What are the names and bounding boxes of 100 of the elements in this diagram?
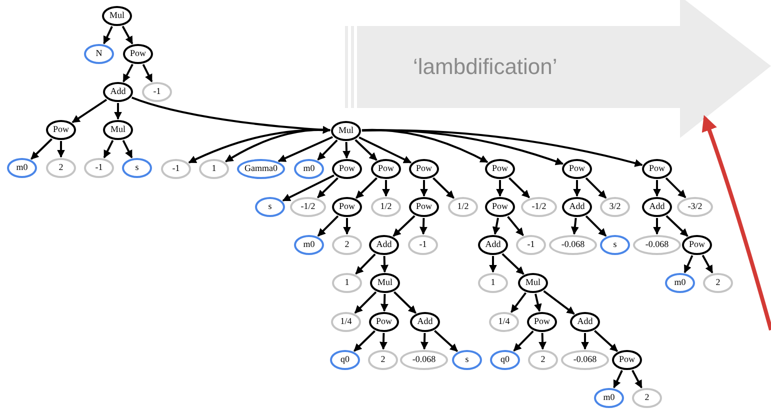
arrow — [362, 129, 643, 168]
number-node: 2 — [632, 388, 662, 408]
arrow — [510, 292, 527, 313]
arrow — [103, 26, 113, 44]
operator-node: Pow — [612, 350, 642, 370]
number-node: -1 — [516, 235, 546, 255]
arrow — [502, 253, 524, 275]
number-node: 2 — [368, 350, 398, 370]
number-node: 2 — [528, 350, 558, 370]
arrow — [103, 140, 114, 158]
arrow — [225, 128, 330, 162]
symbol-node: s — [122, 158, 152, 178]
operator-node: Mul — [331, 121, 361, 141]
symbol-node: m0 — [594, 388, 624, 408]
operator-node: Pow — [409, 159, 439, 179]
arrow — [513, 330, 534, 352]
operator-node: Pow — [409, 197, 439, 217]
number-node: -1 — [408, 235, 438, 255]
operator-node: Pow — [369, 312, 399, 332]
arrow — [585, 177, 607, 199]
arrow — [122, 140, 133, 158]
arrow — [570, 218, 579, 235]
symbol-node: s — [255, 197, 285, 217]
operator-node: Mul — [102, 6, 132, 26]
number-node: 1 — [478, 273, 508, 293]
operator-node: Add — [478, 235, 508, 255]
arrow — [392, 215, 416, 237]
arrow — [665, 177, 686, 198]
operator-node: Add — [103, 82, 133, 102]
arrow — [594, 330, 618, 352]
arrow — [585, 215, 607, 237]
symbol-node: s — [452, 350, 482, 370]
number-node: -0.068 — [549, 235, 597, 255]
number-node: 1/4 — [331, 312, 361, 332]
operator-node: Pow — [371, 159, 401, 179]
arrow — [492, 218, 500, 235]
number-node: -1 — [84, 158, 114, 178]
arrow-caption: ‘lambdification’ — [413, 53, 558, 81]
arrow — [702, 254, 714, 274]
symbol-node: m0 — [294, 235, 324, 255]
number-node: -1/2 — [521, 197, 557, 217]
arrow — [573, 180, 581, 197]
operator-node: Pow — [485, 197, 515, 217]
number-node: -1 — [142, 82, 172, 102]
arrow — [356, 177, 378, 199]
arrow — [702, 115, 771, 331]
number-node: 1 — [199, 159, 229, 179]
arrow — [317, 139, 338, 161]
symbol-node: Gamma0 — [237, 159, 285, 179]
number-node: 1/2 — [371, 197, 401, 217]
symbol-node: m0 — [294, 159, 324, 179]
symbol-node: s — [600, 235, 630, 255]
arrow — [420, 332, 428, 350]
arrow — [543, 290, 575, 315]
arrow — [380, 294, 388, 312]
operator-node: Add — [570, 312, 600, 332]
arrow — [432, 177, 454, 199]
operator-node: Pow — [46, 120, 76, 140]
number-node: -0.068 — [633, 235, 681, 255]
arrow — [434, 330, 458, 352]
operator-node: Pow — [123, 44, 153, 64]
operator-node: Pow — [485, 159, 515, 179]
operator-node: Pow — [527, 312, 557, 332]
operator-node: Pow — [682, 235, 712, 255]
arrow — [653, 218, 661, 235]
arrow — [57, 141, 65, 158]
arrow — [534, 294, 542, 312]
operator-node: Pow — [562, 159, 592, 179]
arrow — [613, 370, 623, 388]
arrow — [380, 256, 389, 273]
number-node: 1/4 — [489, 312, 519, 332]
arrow — [653, 180, 661, 197]
operator-node: Mul — [103, 120, 133, 140]
arrow — [114, 103, 122, 120]
number-node: 3/2 — [600, 197, 630, 217]
arrow — [666, 215, 688, 237]
arrow — [354, 330, 376, 352]
number-node: 2 — [332, 235, 362, 255]
operator-node: Mul — [518, 273, 548, 293]
arrow — [142, 64, 153, 82]
number-node: -3/2 — [677, 197, 713, 217]
arrow — [282, 174, 334, 202]
arrow — [122, 64, 134, 82]
arrow — [354, 139, 378, 161]
symbol-node: q0 — [490, 350, 520, 370]
arrow — [354, 291, 377, 314]
arrow — [355, 253, 376, 275]
operator-node: Add — [369, 235, 399, 255]
arrow — [394, 291, 416, 314]
arrow — [30, 138, 52, 160]
operator-node: Add — [562, 197, 592, 217]
symbol-node: q0 — [330, 350, 360, 370]
arrow — [343, 218, 351, 235]
arrow — [382, 180, 390, 197]
arrow — [122, 26, 134, 44]
number-node: -1 — [161, 159, 191, 179]
number-node: 1/2 — [448, 197, 478, 217]
number-node: 2 — [703, 273, 733, 293]
arrow — [489, 256, 497, 273]
arrow — [362, 128, 488, 164]
